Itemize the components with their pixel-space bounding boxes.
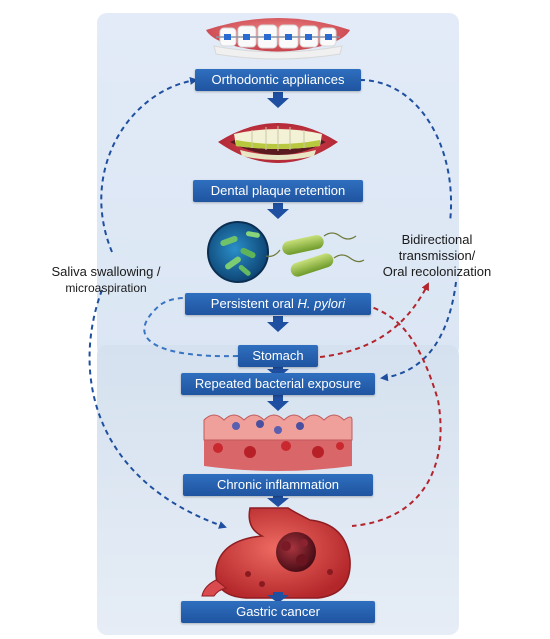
- arrow-down: [267, 365, 289, 378]
- chronic-inflammation-box: Chronic inflammation: [183, 474, 373, 496]
- bidirectional-label: Bidirectional transmission/ Oral recolon…: [368, 232, 506, 280]
- stomach-tumor-icon: [201, 507, 351, 599]
- saliva-label: Saliva swallowing / microaspiration: [22, 264, 190, 296]
- arrow-down: [267, 495, 289, 507]
- saliva-label-line1: Saliva swallowing /: [51, 264, 161, 279]
- orthodontic-appliances-box: Orthodontic appliances: [195, 69, 361, 91]
- right-to-repeated-dashed-arrow: [380, 281, 457, 382]
- bidirectional-label-line3: Oral recolonization: [382, 264, 492, 279]
- red-right-dashed-loop: [351, 304, 442, 527]
- arrow-down: [267, 316, 289, 332]
- right-upper-dashed-line: [359, 79, 452, 223]
- plaque-mouth-icon: [218, 123, 338, 163]
- persistent-hpylori-box: Persistent oral H. pylori: [185, 293, 371, 315]
- inflamed-mucosa-icon: [203, 414, 353, 471]
- saliva-label-line2: microaspiration: [65, 281, 147, 295]
- bidirectional-label-line2: transmission/: [398, 248, 476, 263]
- dental-plaque-box: Dental plaque retention: [193, 180, 363, 202]
- flow-arrows: [267, 92, 289, 603]
- bacteria-icon: [207, 221, 365, 283]
- stomach-box: Stomach: [238, 345, 318, 367]
- bidirectional-label-line1: Bidirectional: [401, 232, 473, 247]
- left-upper-dashed-arrow: [100, 76, 198, 253]
- arrow-down: [267, 592, 289, 603]
- red-stomach-to-oral-dashed-arrow: [319, 282, 429, 358]
- hpylori-species: H. pylori: [297, 296, 346, 311]
- arrow-down: [267, 92, 289, 108]
- arrow-down: [267, 395, 289, 411]
- braces-teeth-icon: [206, 18, 350, 60]
- arrow-down: [267, 203, 289, 219]
- repeated-exposure-box: Repeated bacterial exposure: [181, 373, 375, 395]
- persistent-prefix: Persistent oral: [210, 296, 298, 311]
- gastric-cancer-box: Gastric cancer: [181, 601, 375, 623]
